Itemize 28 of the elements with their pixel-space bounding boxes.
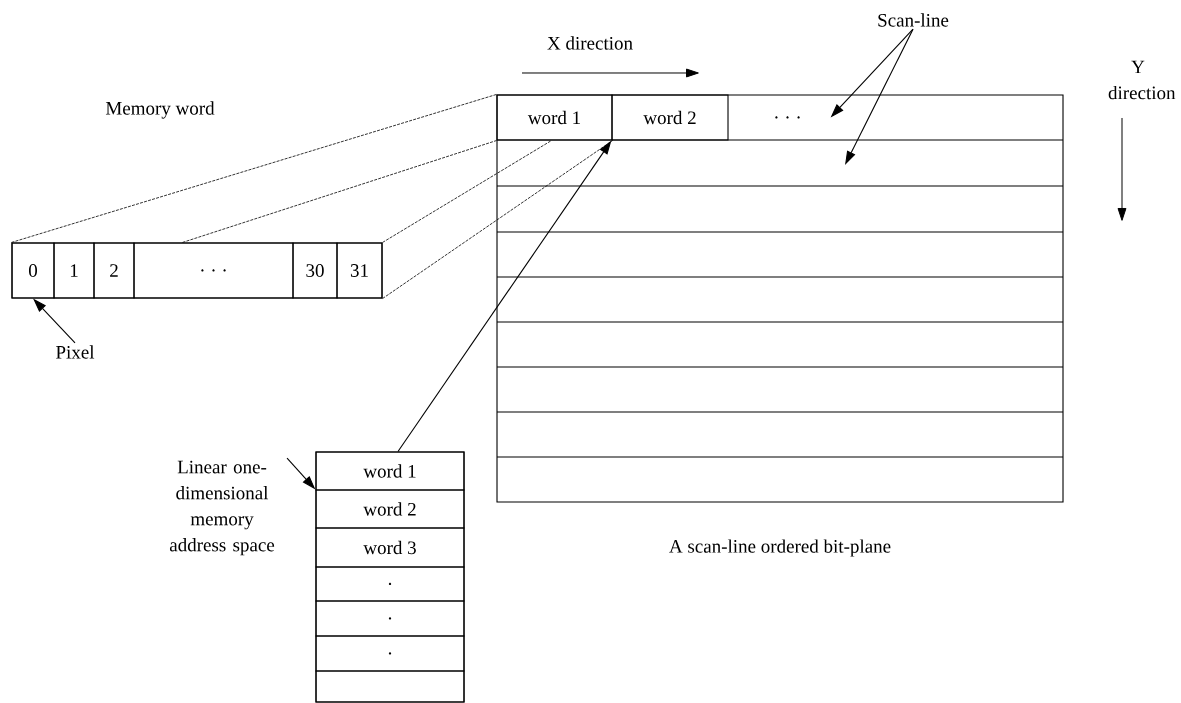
memory-cell: word 3 [315, 527, 465, 568]
bit-cell: 2 [93, 242, 135, 299]
caption: Memory word [105, 101, 215, 119]
bit-cell: 30 [292, 242, 338, 299]
memory-cell: word 2 [315, 489, 465, 529]
bit-cell: . . . [133, 242, 294, 299]
grid-cell: word 1 [496, 94, 613, 141]
caption: A scan-line ordered bit-plane [669, 539, 891, 557]
address-space-label: Linear one-dimensional memory address space [169, 460, 275, 556]
grid-cell: word 2 [611, 94, 729, 141]
bit-cell: 31 [336, 242, 383, 299]
projection-line [11, 94, 497, 243]
scan-line-label: Scan-line [878, 13, 949, 27]
bit-cell: 1 [53, 242, 95, 299]
projection-line [182, 140, 497, 243]
projection-line [382, 140, 552, 243]
direction-label: X direction [547, 36, 633, 50]
memory-cell: word 1 [315, 451, 465, 491]
bit-plane-grid [496, 94, 1064, 503]
memory-cell [315, 670, 465, 703]
pixel-label: Pixel [56, 345, 95, 359]
direction-label: Y direction [1108, 60, 1176, 100]
memory-cell: . [315, 566, 465, 602]
memory-cell: . [315, 635, 465, 672]
projection-line [382, 140, 613, 299]
bit-cell: 0 [11, 242, 55, 299]
memory-cell: . [315, 600, 465, 637]
dots-text: . . . [775, 116, 800, 119]
